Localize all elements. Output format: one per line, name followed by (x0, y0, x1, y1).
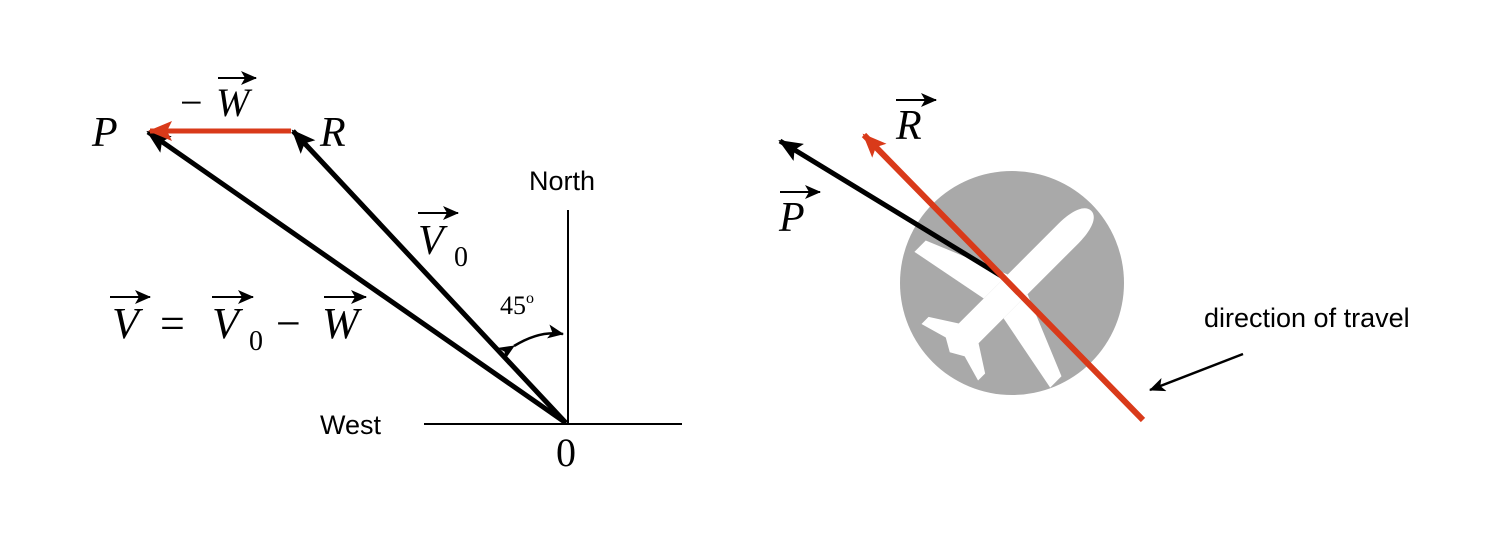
vector-r-arrow (861, 132, 1146, 423)
left-diagram: P R − W V 0 North West 0 45o V = V 0 − W (91, 71, 682, 475)
north-label: North (529, 166, 595, 196)
right-diagram: R P direction of travel (778, 93, 1410, 423)
right-label-p: P (778, 195, 805, 241)
angle-unit: o (526, 290, 534, 307)
label-p: P (91, 110, 118, 156)
airplane-icon (914, 208, 1094, 388)
eq-v: V (112, 299, 144, 348)
vector-p-arrow (778, 138, 1005, 280)
minus-w-letter: W (216, 80, 253, 125)
angle-value: 45 (500, 291, 526, 320)
v0-letter: V (418, 218, 448, 264)
west-label: West (320, 410, 382, 440)
right-label-r: R (895, 103, 922, 149)
vector-v0-arrow (291, 129, 568, 425)
eq-equals: = (160, 299, 185, 348)
eq-w: W (322, 299, 362, 348)
v0-subscript: 0 (454, 242, 468, 273)
eq-v0: V (212, 299, 244, 348)
angle-label: 45o (500, 290, 534, 320)
label-r: R (319, 110, 346, 156)
eq-v0-sub: 0 (249, 326, 263, 357)
direction-of-travel-label: direction of travel (1204, 303, 1410, 333)
angle-arc (497, 324, 564, 360)
vector-equation: V = V 0 − W (110, 290, 367, 357)
minus-w-minus: − (180, 80, 203, 125)
origin-label: 0 (556, 430, 576, 475)
vector-v-arrow (146, 129, 568, 426)
direction-of-travel-pointer (1149, 352, 1244, 392)
eq-minus: − (276, 299, 301, 348)
